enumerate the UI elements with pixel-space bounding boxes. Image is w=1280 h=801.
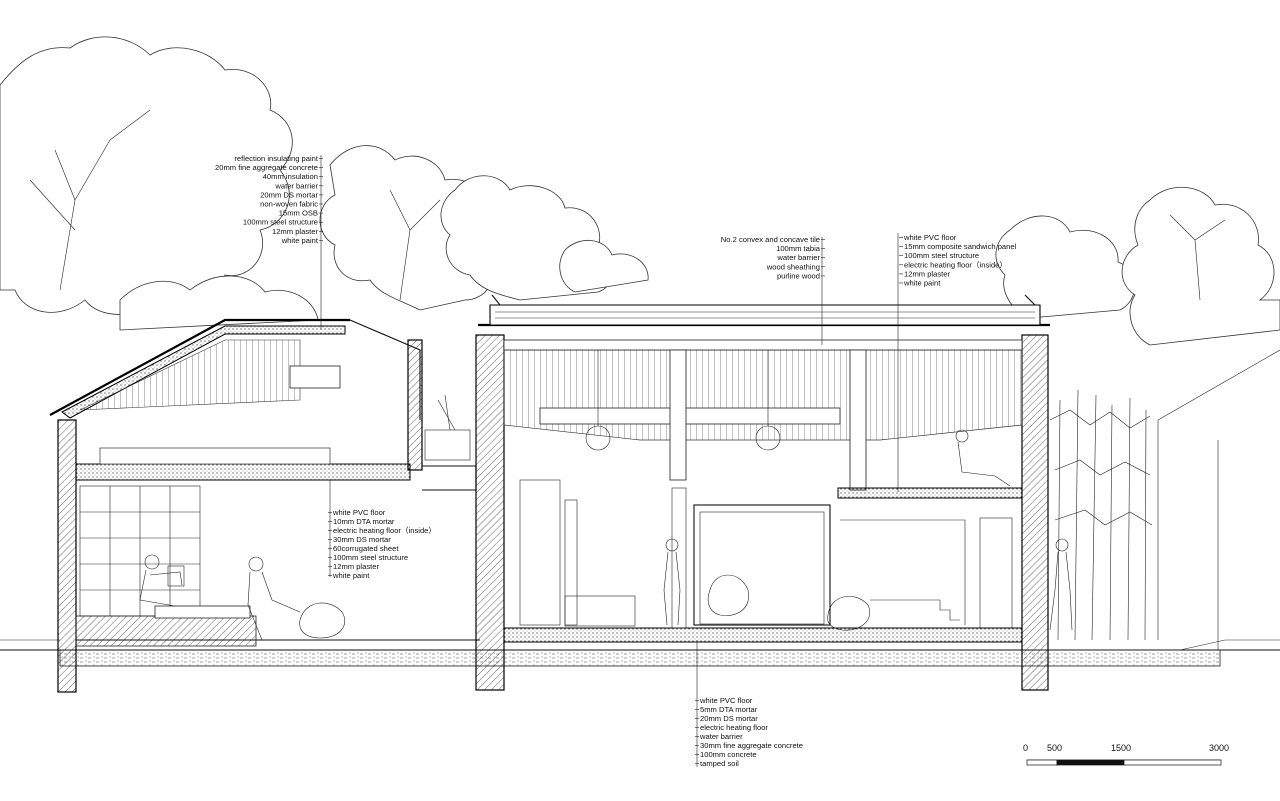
scale-bar: 0 500 1500 3000	[1023, 743, 1229, 766]
callout-floor-left-label: 60corrugated sheet	[333, 544, 399, 553]
sitting-figure	[247, 556, 301, 641]
walking-figure	[1049, 538, 1073, 631]
callout-roof-left-label: 100mm steel structure	[243, 218, 318, 227]
callout-roof-left-label: 20mm DS mortar	[260, 190, 318, 199]
callout-roof-left-label: 12mm plaster	[272, 227, 318, 236]
callout-roof-left-label: 20mm fine aggregate concrete	[215, 163, 318, 172]
callout-roof-left-label: water barrier	[274, 181, 318, 190]
callout-floor-right-label: electric heating floor（inside）	[904, 260, 1007, 269]
callout-floor-left-label: electric heating floor（inside）	[333, 526, 436, 535]
callout-floor-right-label: 12mm plaster	[904, 269, 950, 278]
scale-label-3000: 3000	[1209, 743, 1229, 753]
callout-roof-left-label: white paint	[281, 236, 319, 245]
callout-leaders	[320, 155, 899, 767]
background-trees	[0, 36, 1280, 346]
callout-roof-tile-label: 100mm tabia	[776, 244, 821, 253]
callout-floor-right-label: white paint	[903, 279, 941, 288]
callout-ground-label: 30mm fine aggregate concrete	[700, 741, 803, 750]
main-hall	[475, 294, 1050, 691]
callout-ground-label: white PVC floor	[699, 696, 753, 705]
callout-roof-left-label: 15mm OSB	[279, 209, 318, 218]
callout-ground-label: 5mm DTA mortar	[700, 705, 758, 714]
scale-label-1500: 1500	[1111, 743, 1131, 753]
callout-floor-left-label: 12mm plaster	[333, 562, 379, 571]
scale-label-0: 0	[1023, 743, 1028, 753]
standing-figure	[663, 538, 681, 626]
callout-roof-left-label: non-woven fabric	[260, 200, 318, 209]
callout-ground-label: tamped soil	[700, 759, 739, 768]
callout-floor-left-label: 100mm steel structure	[333, 553, 408, 562]
ground-strip	[0, 639, 1280, 667]
callout-floor-left-label: 30mm DS mortar	[333, 535, 391, 544]
bamboo-courtyard	[1049, 349, 1280, 650]
callout-roof-left-label: 40mm insulation	[263, 172, 318, 181]
callout-roof-tile-label: wood sheathing	[766, 262, 820, 271]
callout-floor-right-label: 15mm composite sandwich panel	[904, 242, 1017, 251]
callout-roof-tile-label: water barrier	[776, 253, 820, 262]
left-building	[49, 318, 480, 693]
scale-label-500: 500	[1047, 743, 1062, 753]
bookshelf	[79, 485, 201, 617]
reclining-figure	[955, 429, 1011, 487]
callout-floor-right-label: white PVC floor	[903, 233, 957, 242]
callout-floor-right-label: 100mm steel structure	[904, 251, 979, 260]
callout-floor-left-label: white paint	[332, 571, 370, 580]
callout-floor-left-label: 10mm DTA mortar	[333, 517, 395, 526]
callout-ground-label: water barrier	[699, 732, 743, 741]
seated-figure	[139, 554, 185, 607]
callout-ground-label: electric heating floor	[700, 723, 768, 732]
callout-ground-label: 20mm DS mortar	[700, 714, 758, 723]
callout-roof-left-label: reflection insulating paint	[234, 154, 318, 163]
callout-ground-label: 100mm concrete	[700, 750, 757, 759]
callout-roof-tile-label: purline wood	[777, 271, 820, 280]
callout-floor-left-label: white PVC floor	[332, 508, 386, 517]
link-corridor	[422, 394, 477, 491]
callout-roof-tile-label: No.2 convex and concave tile	[721, 235, 820, 244]
